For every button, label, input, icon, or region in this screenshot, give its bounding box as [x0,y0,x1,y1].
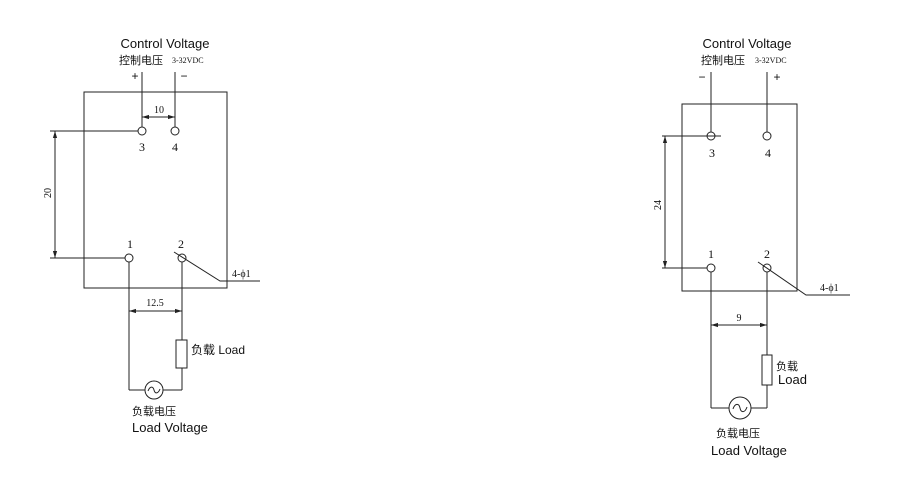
load-voltage-en: Load Voltage [132,420,208,435]
terminal-4 [170,126,180,136]
terminal-1 [124,253,134,263]
dimension-side-label: 24 [653,200,664,210]
minus-sign: − [698,70,705,84]
ac-source-icon [728,396,752,420]
relay-body [681,103,798,292]
control-voltage-range: 3-32VDC [172,56,204,65]
terminal-4-label: 4 [765,146,771,160]
hole-leader-line [173,251,260,282]
load-cn: 负载 [776,359,798,373]
terminal-3-label: 3 [709,146,715,160]
load-resistor [761,354,773,386]
control-voltage-cn: 控制电压 [701,53,745,67]
control-voltage-range: 3-32VDC [755,56,787,65]
load-label: 负载 Load [191,343,245,357]
holes-label: 4-ϕ1 [820,283,839,294]
dimension-bottom-label: 9 [737,313,742,324]
control-voltage-title: Control Voltage [703,36,792,51]
holes-label: 4-ϕ1 [232,269,251,280]
terminal-2-label: 2 [178,237,184,251]
dimension-bottom-label: 12.5 [146,298,164,309]
terminal-1 [706,263,716,273]
control-voltage-cn: 控制电压 [119,53,163,67]
terminal-4 [762,131,772,141]
terminal-4-label: 4 [172,140,178,154]
terminal-1-label: 1 [708,247,714,261]
load-voltage-cn: 负载电压 [132,404,176,418]
right-wiring-diagram: Control Voltage 控制电压 3-32VDC − + 3 4 24 … [653,36,850,458]
relay-body [83,91,228,289]
load-en: Load [778,372,807,387]
control-voltage-title: Control Voltage [121,36,210,51]
left-wiring-diagram: Control Voltage 控制电压 3-32VDC + − 10 3 4 … [43,36,260,435]
load-voltage-cn: 负载电压 [716,426,760,440]
terminal-1-label: 1 [127,237,133,251]
load-resistor [175,339,188,369]
dimension-top-label: 10 [154,105,164,116]
ac-source-icon [144,380,164,400]
plus-sign: + [773,70,780,84]
terminal-2-label: 2 [764,247,770,261]
hole-leader-line [757,261,850,296]
dimension-side-label: 20 [43,188,54,198]
terminal-3 [137,126,147,136]
plus-sign: + [131,69,138,83]
terminal-3-label: 3 [139,140,145,154]
minus-sign: − [180,69,187,83]
load-voltage-en: Load Voltage [711,443,787,458]
